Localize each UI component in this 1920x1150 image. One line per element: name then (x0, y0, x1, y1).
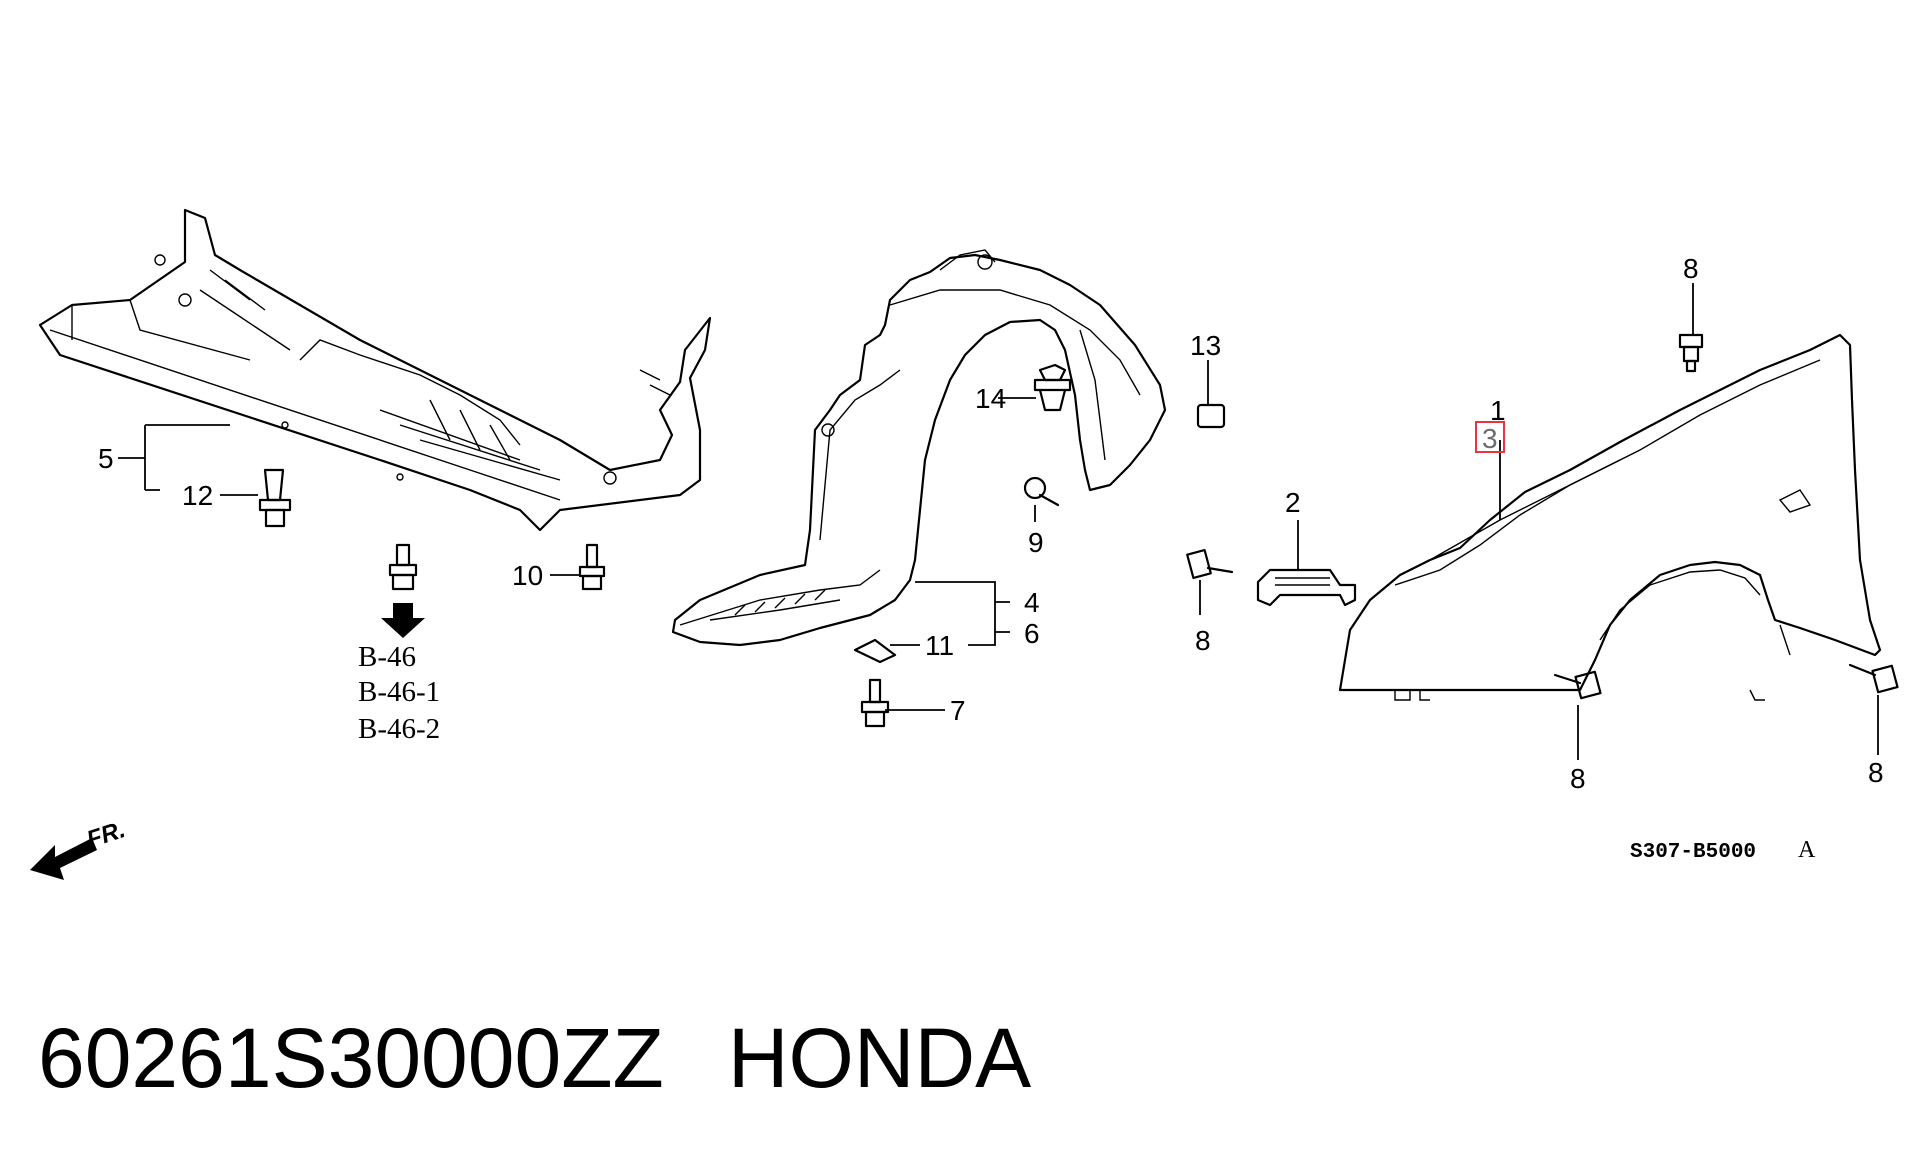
callout-4: 4 (1024, 587, 1040, 618)
bolt-fastener-b46[interactable] (388, 543, 418, 591)
front-direction-arrow-icon (30, 838, 97, 880)
bracket-part[interactable] (1256, 568, 1357, 607)
callout-13: 13 (1190, 330, 1221, 361)
bolt-fastener-8-center[interactable] (1553, 670, 1602, 700)
leader-lines (118, 283, 1879, 760)
callout-9: 9 (1028, 527, 1044, 558)
callout-7: 7 (950, 695, 966, 726)
callout-11: 11 (925, 630, 954, 661)
reference-b46-1: B-46-1 (358, 676, 440, 708)
splash-shield-part[interactable] (38, 208, 712, 532)
callout-10: 10 (512, 560, 543, 591)
callout-8-center: 8 (1570, 763, 1586, 794)
inner-fender-liner-part[interactable] (671, 249, 1167, 647)
callout-5: 5 (98, 443, 114, 474)
bolt-fastener-8-left[interactable] (1186, 548, 1234, 580)
reference-b46-2: B-46-2 (358, 713, 440, 745)
bolt-fastener-10[interactable] (578, 543, 606, 591)
clip-fastener-14[interactable] (1033, 363, 1072, 412)
bolt-fastener-8-top[interactable] (1678, 333, 1704, 373)
screw-fastener-9[interactable] (1023, 476, 1060, 507)
callout-14: 14 (975, 383, 1006, 414)
reference-b46: B-46 (358, 641, 416, 673)
reference-arrow-icon (381, 603, 425, 638)
diagram-code-suffix: A (1798, 837, 1816, 863)
callout-2: 2 (1285, 487, 1301, 518)
callout-3: 3 (1482, 423, 1498, 454)
highlight-box-3 (1475, 421, 1505, 453)
clip-fastener-12[interactable] (258, 468, 292, 528)
footer-caption: 60261S30000ZZ HONDA (38, 1010, 1031, 1107)
front-direction-label: FR. (84, 816, 129, 854)
callout-1: 1 (1490, 395, 1506, 426)
callout-6: 6 (1024, 618, 1040, 649)
diagram-code: S307-B5000 (1630, 841, 1756, 864)
nut-fastener-13[interactable] (1196, 403, 1226, 429)
brand-name: HONDA (727, 1011, 1032, 1105)
callout-8-top: 8 (1683, 253, 1699, 284)
front-fender-part[interactable] (1338, 333, 1882, 701)
callout-12: 12 (182, 480, 213, 511)
bolt-fastener-7[interactable] (860, 678, 890, 728)
clip-fastener-11[interactable] (853, 638, 897, 664)
callout-8-left: 8 (1195, 625, 1211, 656)
callout-8-right: 8 (1868, 757, 1884, 788)
bolt-fastener-8-right[interactable] (1848, 663, 1899, 694)
part-number: 60261S30000ZZ (38, 1011, 664, 1105)
